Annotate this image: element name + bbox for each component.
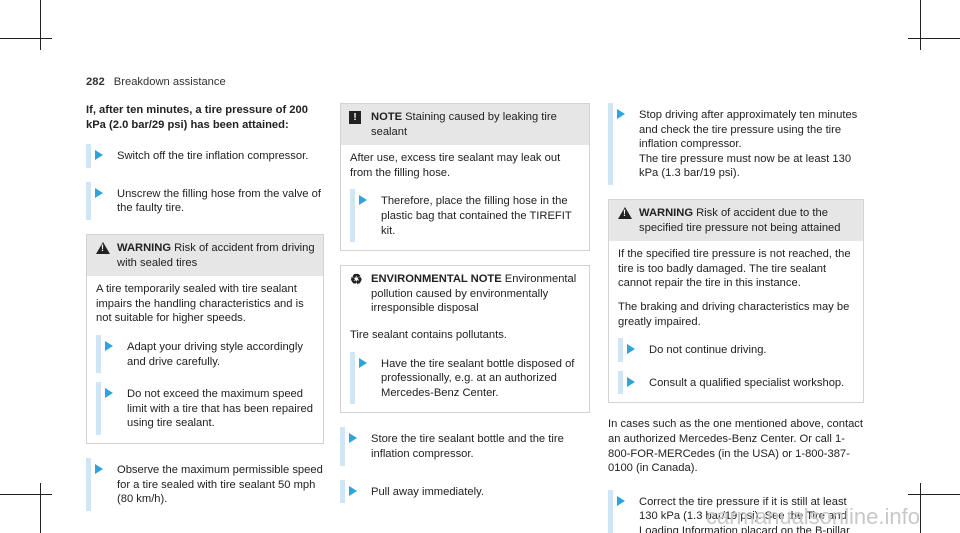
environmental-note-label: ENVIRONMENTAL NOTE <box>371 273 502 286</box>
step-item: Observe the maximum permissible speed fo… <box>86 457 324 511</box>
step-text: Stop driving after approximately ten min… <box>639 109 858 151</box>
step-text: Unscrew the filling hose from the valve … <box>117 187 321 215</box>
crop-mark <box>40 0 41 50</box>
crop-mark <box>920 483 921 533</box>
arrow-icon <box>627 376 635 387</box>
warning-title: Risk of accident due to the specified ti… <box>639 206 841 234</box>
column-3: Stop driving after approximately ten min… <box>608 103 864 533</box>
warning-body: If the specified tire pressure is not re… <box>609 241 863 402</box>
step-item: Unscrew the filling hose from the valve … <box>86 181 324 220</box>
arrow-icon <box>105 388 113 399</box>
crop-mark <box>908 494 960 495</box>
step-text: Store the tire sealant bottle and the ti… <box>371 433 564 460</box>
warning-label: WARNING <box>117 241 172 254</box>
note-body: After use, excess tire sealant may leak … <box>341 145 589 250</box>
step-item: Store the tire sealant bottle and the ti… <box>340 427 590 466</box>
step-item: Do not exceed the maximum speed limit wi… <box>96 382 315 435</box>
step-text: The tire pressure must now be at least 1… <box>639 152 852 180</box>
step-item: Stop driving after approximately ten min… <box>608 103 864 185</box>
page-number: 282 <box>86 76 105 88</box>
note-title: Staining caused by leaking tire sealant <box>371 111 557 138</box>
recycling-icon: ♻ <box>350 271 363 288</box>
section-heading: If, after ten minutes, a tire pressure o… <box>86 104 308 131</box>
page-header: 282 Breakdown assistance <box>86 75 226 90</box>
note-text: After use, excess tire sealant may leak … <box>350 152 561 179</box>
arrow-icon <box>617 109 625 119</box>
warning-icon <box>618 206 632 219</box>
step-item: Therefore, place the filling hose in the… <box>350 189 581 243</box>
warning-text: If the specified tire pressure is not re… <box>618 248 851 290</box>
step-item: Pull away immediately. <box>340 479 590 504</box>
step-text: Do not exceed the maximum speed limit wi… <box>127 388 313 430</box>
step-text: Do not continue driving. <box>649 344 767 357</box>
step-text: Switch off the tire inflation compressor… <box>117 150 309 163</box>
step-item: Have the tire sealant bottle disposed of… <box>350 351 581 405</box>
arrow-icon <box>359 357 367 368</box>
step-item: Do not continue driving. <box>618 338 855 362</box>
warning-text: A tire temporarily sealed with tire seal… <box>96 283 304 325</box>
arrow-icon <box>105 340 113 351</box>
warning-title: Risk of accident from driving with seale… <box>117 241 315 269</box>
step-text: Observe the maximum permissible speed fo… <box>117 463 323 506</box>
column-1: If, after ten minutes, a tire pressure o… <box>86 103 324 525</box>
environmental-note-body: Tire sealant contains pollutants. Have t… <box>341 322 589 412</box>
step-text: Consult a qualified specialist workshop. <box>649 376 845 389</box>
crop-mark <box>40 483 41 533</box>
crop-mark <box>0 494 52 495</box>
arrow-icon <box>627 344 635 355</box>
warning-text: The braking and driving characteristics … <box>618 300 850 328</box>
environmental-note-text: Tire sealant contains pollutants. <box>350 328 507 341</box>
step-text: Pull away immediately. <box>371 485 484 498</box>
arrow-icon <box>349 433 357 444</box>
arrow-icon <box>359 195 367 206</box>
warning-label: WARNING <box>639 206 694 219</box>
crop-mark <box>0 38 52 39</box>
step-text: Have the tire sealant bottle disposed of… <box>381 357 575 399</box>
step-item: Consult a qualified specialist workshop. <box>618 370 855 395</box>
note-label: NOTE <box>371 111 403 123</box>
warning-body: A tire temporarily sealed with tire seal… <box>87 276 323 443</box>
step-text: Therefore, place the filling hose in the… <box>381 195 572 237</box>
note-icon: ! <box>349 111 361 124</box>
contact-paragraph: In cases such as the one mentioned above… <box>608 418 863 475</box>
arrow-icon <box>349 485 357 496</box>
arrow-icon <box>95 463 103 474</box>
watermark: carmanualsonline.info <box>705 504 920 530</box>
arrow-icon <box>95 150 103 161</box>
warning-icon <box>96 241 110 254</box>
section-title: Breakdown assistance <box>113 76 226 88</box>
step-item: Switch off the tire inflation compressor… <box>86 144 324 168</box>
step-text: Adapt your driving style accordingly and… <box>127 340 303 368</box>
step-item: Adapt your driving style accordingly and… <box>96 334 315 374</box>
crop-mark <box>908 38 960 39</box>
crop-mark <box>920 0 921 50</box>
step-text: Correct the tire pressure if it is still… <box>639 495 850 533</box>
arrow-icon <box>617 495 625 506</box>
step-item: Correct the tire pressure if it is still… <box>608 489 864 533</box>
arrow-icon <box>95 187 103 198</box>
environmental-note-title: Environmental pollution caused by enviro… <box>371 273 577 315</box>
